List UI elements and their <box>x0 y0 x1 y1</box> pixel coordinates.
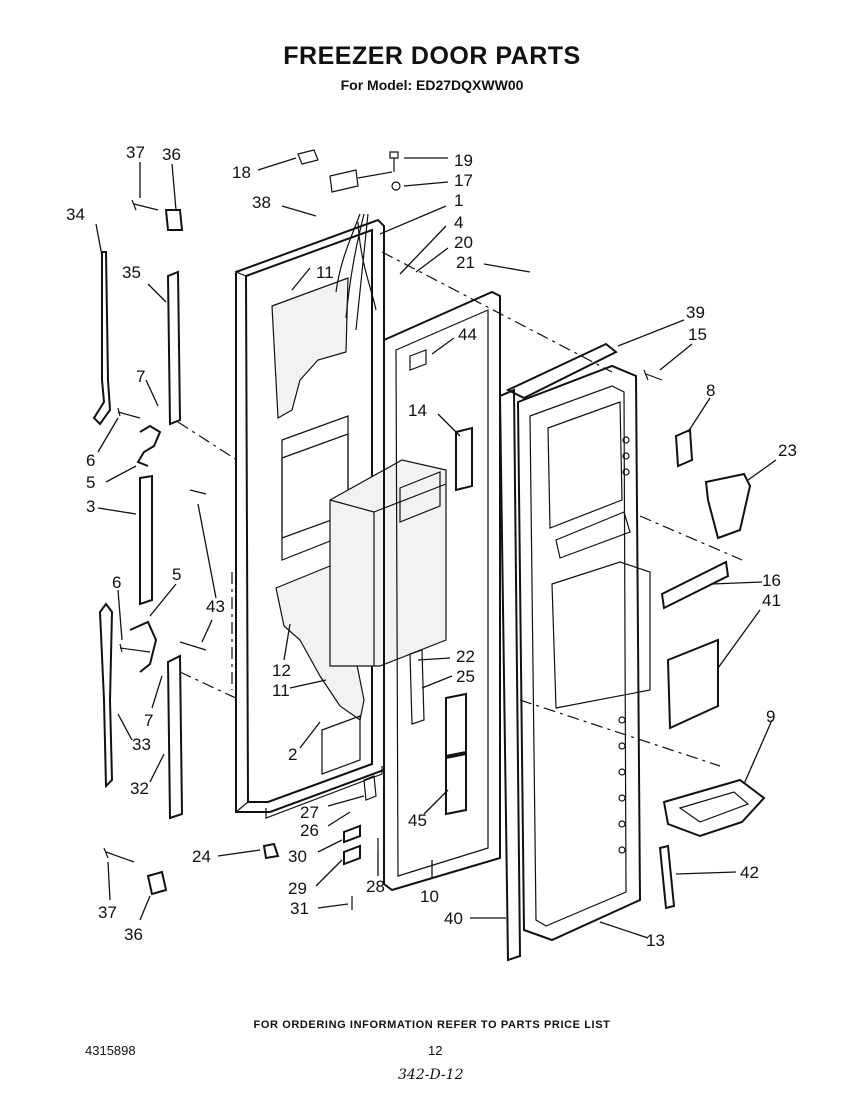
callout-39: 39 <box>686 303 705 322</box>
page-number: 12 <box>428 1043 443 1058</box>
callout-22: 22 <box>456 647 475 666</box>
callout-40: 40 <box>444 909 463 928</box>
channel-35 <box>166 270 182 426</box>
panel-41 <box>666 638 719 730</box>
callout-33: 33 <box>132 735 151 754</box>
callout-19: 19 <box>454 151 473 170</box>
insulation-14 <box>455 426 473 492</box>
callout-3: 3 <box>86 497 95 516</box>
callout-24: 24 <box>192 847 211 866</box>
screw-43 <box>179 489 207 651</box>
callout-30: 30 <box>288 847 307 866</box>
callout-36-upper: 36 <box>162 145 181 164</box>
callout-5-lower: 5 <box>172 565 181 584</box>
callout-18: 18 <box>232 163 251 182</box>
callout-20: 20 <box>454 233 473 252</box>
screw-19 <box>389 151 399 172</box>
left-trim-strip-34 <box>92 251 112 426</box>
channel-32 <box>166 654 184 820</box>
page-title: FREEZER DOOR PARTS <box>283 42 581 70</box>
screw-37-upper <box>131 199 159 211</box>
callout-14: 14 <box>408 401 427 420</box>
callout-28: 28 <box>366 877 385 896</box>
callout-16: 16 <box>762 571 781 590</box>
handwritten-annotation: 342-D-12 <box>398 1067 464 1083</box>
callout-6-lower: 6 <box>112 573 121 592</box>
slide-16 <box>660 560 730 610</box>
callout-17: 17 <box>454 171 473 190</box>
callout-37-lower: 37 <box>98 903 117 922</box>
callout-12: 12 <box>272 661 291 680</box>
callout-37-upper: 37 <box>126 143 145 162</box>
callout-34: 34 <box>66 205 85 224</box>
callout-42: 42 <box>740 863 759 882</box>
callout-7-lower: 7 <box>144 711 153 730</box>
liner-trim-40 <box>498 388 522 962</box>
callout-7-upper: 7 <box>136 367 145 386</box>
ordering-info-note: FOR ORDERING INFORMATION REFER TO PARTS … <box>253 1019 611 1031</box>
insulation-45 <box>445 692 467 816</box>
callout-32: 32 <box>130 779 149 798</box>
callout-38: 38 <box>252 193 271 212</box>
door-liner-13 <box>516 364 651 942</box>
hinge-36-upper <box>164 209 184 231</box>
callout-5-upper: 5 <box>86 473 95 492</box>
callout-4: 4 <box>454 213 463 232</box>
assembly-lines <box>177 251 743 767</box>
duct-25 <box>409 649 425 725</box>
bottom-parts <box>262 775 379 910</box>
callout-11-upper: 11 <box>316 263 334 282</box>
callout-21: 21 <box>456 253 475 272</box>
hinge-bracket-5-lower <box>129 620 158 673</box>
top-cap-39 <box>505 342 618 400</box>
screw-6-upper <box>117 407 141 419</box>
chute-23 <box>704 472 752 540</box>
callout-31: 31 <box>290 899 309 918</box>
callout-41: 41 <box>762 591 781 610</box>
callout-15: 15 <box>688 325 707 344</box>
hinge-36-lower <box>146 870 168 896</box>
callout-45: 45 <box>408 811 427 830</box>
callout-35: 35 <box>122 263 141 282</box>
callout-26: 26 <box>300 821 319 840</box>
screw-15 <box>643 369 663 381</box>
callout-8: 8 <box>706 381 715 400</box>
hinge-plate-42 <box>658 844 676 910</box>
callout-29: 29 <box>288 879 307 898</box>
wire-harness <box>297 149 401 331</box>
callout-labels: 37 36 18 19 17 38 1 4 20 21 34 35 11 39 … <box>66 143 797 950</box>
callout-13: 13 <box>646 931 665 950</box>
drip-tray-9 <box>662 778 766 838</box>
callout-2: 2 <box>288 745 297 764</box>
callout-43: 43 <box>206 597 225 616</box>
leader-lines <box>95 157 777 939</box>
tube-3 <box>139 474 153 606</box>
callout-1: 1 <box>454 191 463 210</box>
liner-holes <box>618 436 630 854</box>
screw-37-lower <box>103 847 135 863</box>
callout-36-lower: 36 <box>124 925 143 944</box>
screw-6-lower <box>119 643 151 653</box>
callout-27: 27 <box>300 803 319 822</box>
callout-10: 10 <box>420 887 439 906</box>
callout-25: 25 <box>456 667 475 686</box>
hinge-bracket-5-upper <box>136 424 162 467</box>
callout-6-upper: 6 <box>86 451 95 470</box>
callout-44: 44 <box>458 325 477 344</box>
callout-11-lower: 11 <box>272 681 290 700</box>
callout-9: 9 <box>766 707 775 726</box>
callout-23: 23 <box>778 441 797 460</box>
left-trim-strip-33 <box>98 602 114 789</box>
door-gasket-frame-10 <box>383 290 501 892</box>
document-number: 4315898 <box>85 1043 136 1058</box>
model-subtitle: For Model: ED27DQXWW00 <box>340 77 524 93</box>
bracket-8 <box>674 428 694 468</box>
dispenser-cover-22 <box>329 459 447 667</box>
